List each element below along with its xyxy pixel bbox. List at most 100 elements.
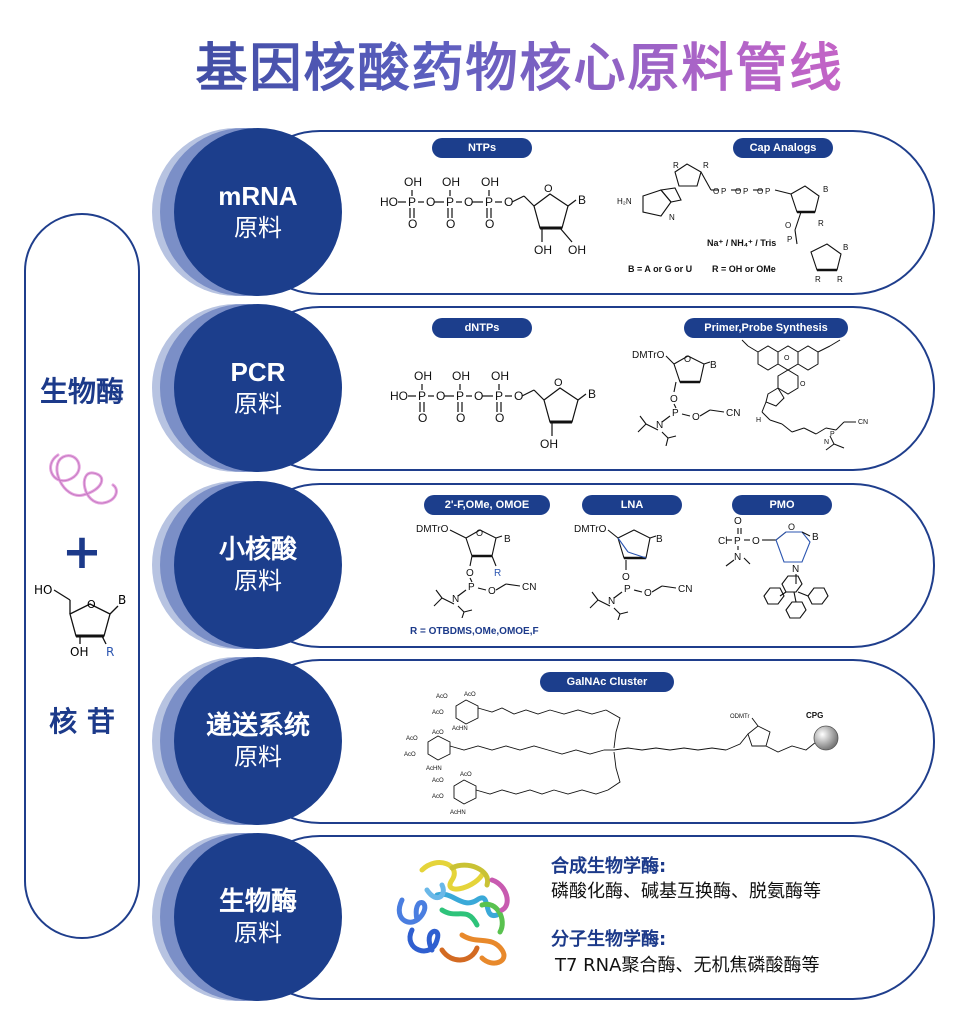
svg-text:DMTrO: DMTrO: [416, 524, 449, 535]
svg-text:OH: OH: [70, 645, 88, 658]
svg-text:N: N: [792, 564, 799, 575]
nucleoside-label: 核 苷: [49, 705, 115, 738]
svg-text:B: B: [710, 360, 717, 371]
small-na-r-definition: R = OTBDMS,OMe,OMOE,F: [410, 626, 539, 637]
phosphoramidite-structure-icon: DMTrO B O O P N O CN: [632, 350, 740, 446]
row-enzyme-name: 生物酶: [218, 886, 297, 917]
svg-text:P: P: [721, 187, 726, 196]
row-delivery-name: 递送系统: [205, 710, 310, 741]
svg-text:O: O: [504, 195, 513, 209]
svg-text:O: O: [408, 217, 417, 231]
row-enzyme-circle: 生物酶 原料: [152, 833, 344, 1001]
svg-text:R: R: [815, 275, 821, 284]
row-enzyme-pill: [238, 835, 935, 1000]
svg-text:O: O: [735, 187, 741, 196]
svg-text:OH: OH: [414, 369, 432, 383]
cpg-bead-icon: [813, 725, 839, 751]
svg-text:AcO: AcO: [432, 778, 444, 784]
synthetic-enzyme-items: 磷酸化酶、碱基互换酶、脱氨酶等: [551, 881, 821, 902]
svg-text:B: B: [504, 534, 511, 545]
svg-text:P: P: [456, 389, 464, 403]
row-mrna-circle: mRNA 原料: [152, 128, 344, 296]
svg-text:OH: OH: [491, 369, 509, 383]
svg-text:P: P: [485, 195, 493, 209]
svg-text:O: O: [476, 528, 483, 538]
svg-text:O: O: [87, 598, 96, 611]
svg-text:B: B: [812, 532, 819, 543]
svg-text:OH: OH: [452, 369, 470, 383]
svg-text:OH: OH: [481, 175, 499, 189]
svg-text:O: O: [757, 187, 763, 196]
row-small-na-circle: 小核酸 原料: [152, 481, 344, 649]
svg-text:O: O: [495, 411, 504, 425]
svg-text:O: O: [644, 588, 652, 599]
svg-text:R: R: [703, 161, 709, 170]
cpg-label: CPG: [806, 711, 823, 720]
svg-text:B: B: [823, 185, 828, 194]
svg-text:N: N: [608, 596, 615, 607]
svg-text:ODMTr: ODMTr: [730, 714, 749, 720]
nucleoside-structure-icon: HO O B OH R: [34, 583, 126, 658]
svg-text:CN: CN: [726, 408, 740, 419]
svg-text:P: P: [468, 582, 475, 593]
svg-text:R: R: [494, 568, 501, 579]
synthetic-enzyme-heading: 合成生物学酶:: [551, 856, 667, 877]
svg-text:P: P: [672, 408, 679, 419]
svg-text:P: P: [765, 187, 770, 196]
svg-text:H₂N: H₂N: [617, 197, 632, 206]
svg-text:O: O: [514, 389, 523, 403]
tag-dntps: dNTPs: [432, 318, 532, 338]
svg-text:O: O: [734, 516, 742, 527]
row-small-na-sub: 原料: [234, 566, 282, 595]
svg-text:OH: OH: [404, 175, 422, 189]
svg-text:AcO: AcO: [404, 752, 416, 758]
svg-text:OH: OH: [534, 243, 552, 257]
svg-text:O: O: [800, 381, 806, 388]
svg-text:P: P: [418, 389, 426, 403]
svg-text:O: O: [622, 572, 630, 583]
row-pcr-circle: PCR 原料: [152, 304, 344, 472]
row-pcr-sub: 原料: [234, 389, 282, 418]
svg-text:B: B: [578, 193, 586, 207]
row-pcr-name: PCR: [230, 357, 286, 388]
svg-text:O: O: [436, 389, 445, 403]
svg-text:O: O: [488, 586, 496, 597]
svg-text:AcO: AcO: [432, 730, 444, 736]
svg-text:N: N: [452, 594, 459, 605]
svg-text:P: P: [787, 235, 792, 244]
svg-text:CN: CN: [522, 582, 536, 593]
svg-text:O: O: [684, 354, 691, 364]
svg-text:AcO: AcO: [406, 736, 418, 742]
svg-text:B: B: [118, 593, 126, 607]
cap-r-definition: R = OH or OMe: [712, 264, 776, 274]
enzyme-label: 生物酶: [39, 375, 124, 408]
row-delivery-sub: 原料: [234, 742, 282, 771]
svg-text:AcHN: AcHN: [450, 810, 466, 816]
svg-text:N: N: [656, 420, 663, 431]
svg-text:P: P: [743, 187, 748, 196]
svg-text:N: N: [669, 213, 675, 222]
row-mrna-sub: 原料: [234, 213, 282, 242]
row-delivery-circle: 递送系统 原料: [152, 657, 344, 825]
svg-text:O: O: [670, 394, 678, 405]
svg-text:O: O: [446, 217, 455, 231]
svg-text:OH: OH: [568, 243, 586, 257]
svg-text:O: O: [426, 195, 435, 209]
svg-text:P: P: [734, 536, 741, 547]
pmo-structure-icon: O Cl P N O B O N: [718, 516, 829, 619]
enzyme-ribbon-icon: [49, 453, 118, 505]
tag-primer-probe: Primer,Probe Synthesis: [684, 318, 848, 338]
svg-text:O: O: [713, 187, 719, 196]
svg-text:AcO: AcO: [432, 710, 444, 716]
tag-pmo: PMO: [732, 495, 832, 515]
svg-text:O: O: [554, 377, 563, 389]
tag-lna: LNA: [582, 495, 682, 515]
svg-text:N: N: [824, 439, 829, 446]
svg-text:N: N: [734, 552, 741, 563]
svg-text:R: R: [106, 645, 114, 658]
svg-text:OH: OH: [540, 437, 558, 451]
svg-text:P: P: [624, 584, 631, 595]
